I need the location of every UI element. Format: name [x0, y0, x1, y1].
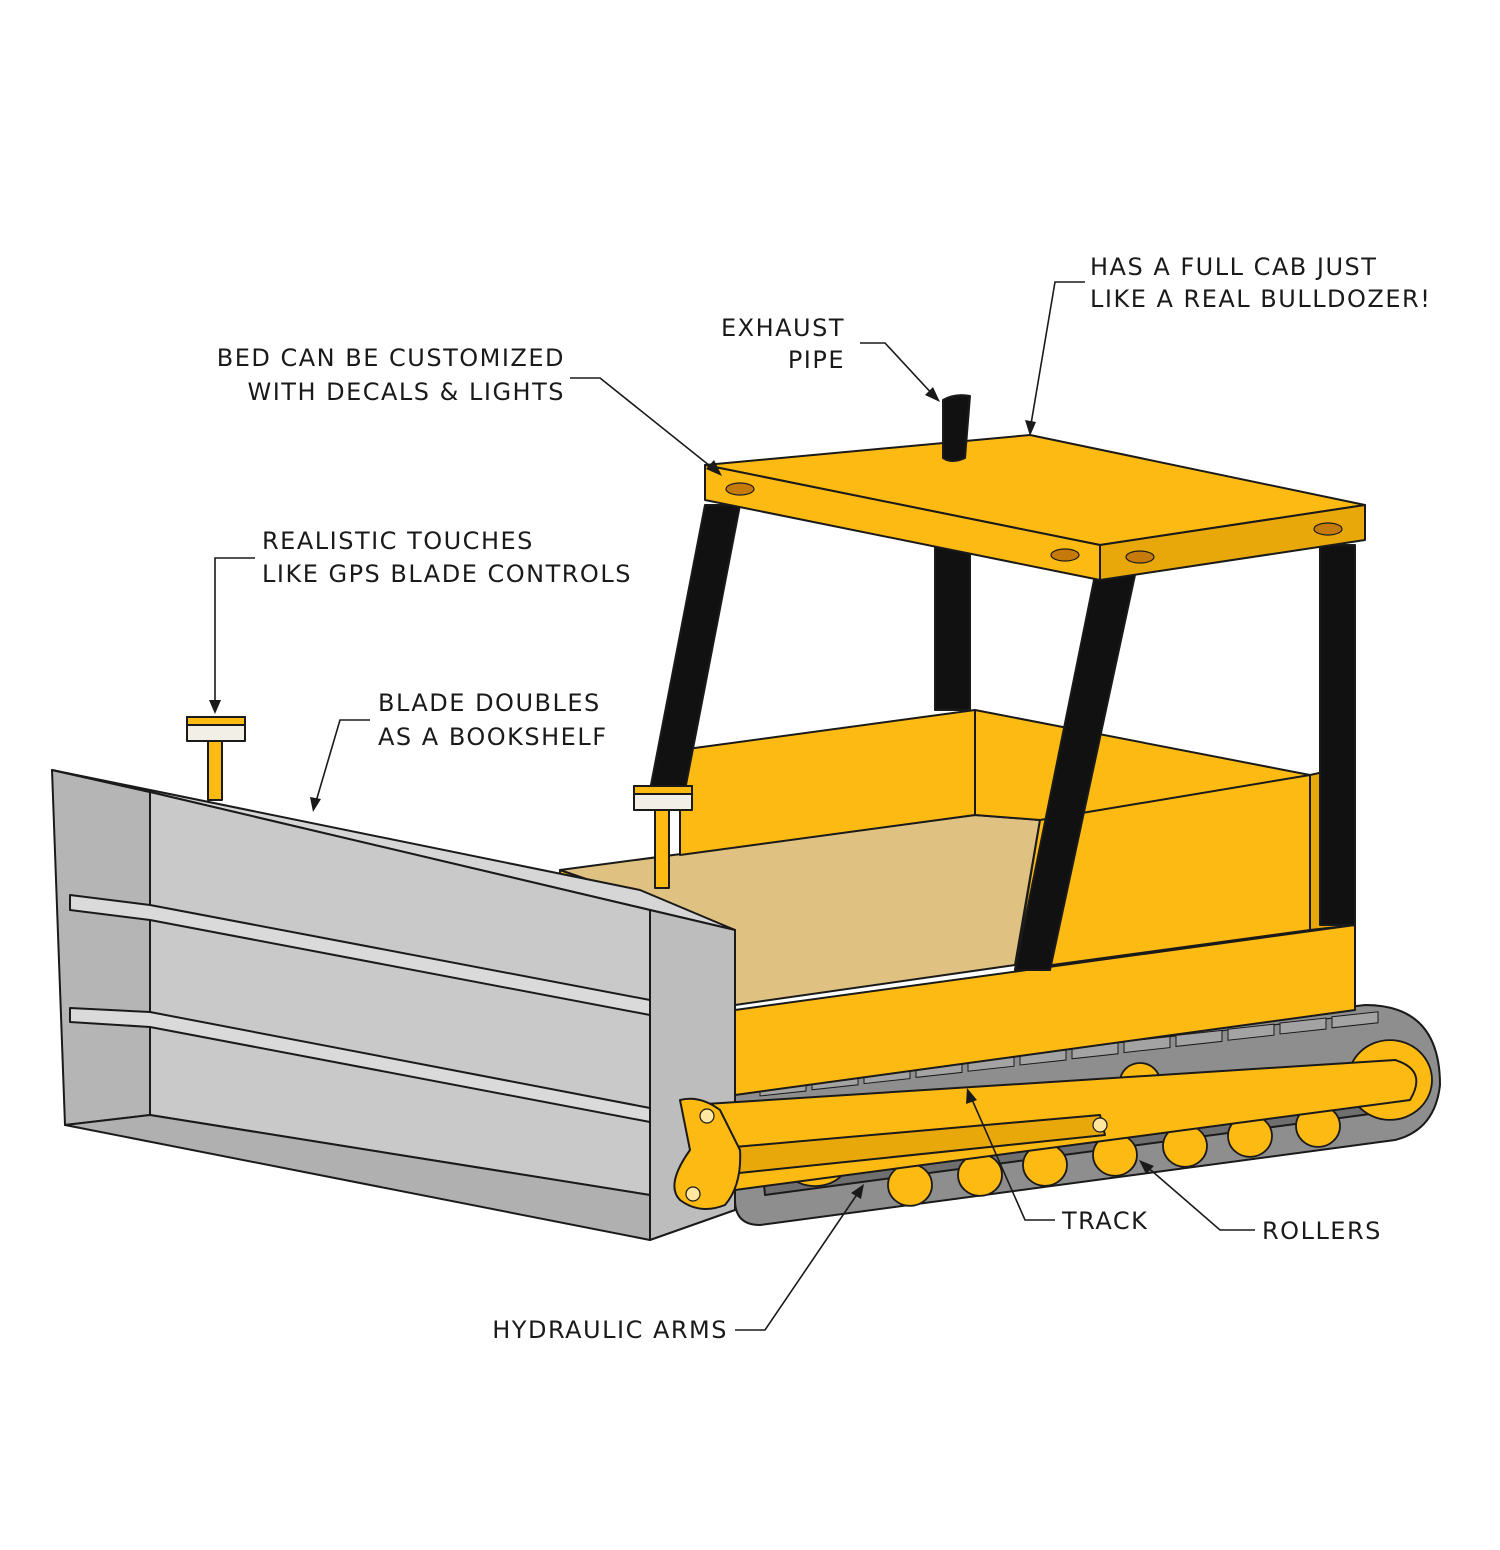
bed-label-line-2: WITH DECALS & LIGHTS: [247, 378, 565, 406]
roof-lights: [725, 482, 1343, 564]
hydraulic-arms: [673, 1059, 1418, 1210]
blade-label-line-1: BLADE DOUBLES: [378, 689, 601, 717]
roller-wheel: [887, 1163, 933, 1207]
blade-leader: [314, 719, 370, 806]
rollers-leader: [1144, 1164, 1255, 1231]
gps-controls: [186, 716, 693, 889]
gps-leader: [214, 557, 255, 708]
callout-leaders: [209, 281, 1255, 1331]
hydraulic-label: HYDRAULIC ARMS: [492, 1316, 728, 1344]
track-plate: [1279, 1017, 1327, 1035]
gps-label-line-1: REALISTIC TOUCHES: [262, 527, 534, 555]
blade-label-line-2: AS A BOOKSHELF: [378, 723, 608, 751]
track-plate: [1175, 1029, 1223, 1047]
hydraulic-leader: [735, 1189, 861, 1331]
exhaust-label-line-2: PIPE: [788, 346, 845, 374]
bed-label-line-1: BED CAN BE CUSTOMIZED: [217, 344, 565, 372]
cab-label-line-1: HAS A FULL CAB JUST: [1090, 253, 1377, 281]
bed-leader: [570, 377, 716, 471]
exhaust-pipe: [942, 394, 971, 462]
rollers-label: ROLLERS: [1262, 1217, 1382, 1245]
track-label: TRACK: [1061, 1207, 1148, 1235]
track-plates: [759, 1011, 1379, 1097]
track-leader: [969, 1094, 1055, 1221]
callout-labels: HAS A FULL CAB JUST LIKE A REAL BULLDOZE…: [217, 253, 1431, 1344]
track-plate: [1227, 1023, 1275, 1041]
cab-roof: [704, 434, 1366, 581]
gps-label-line-2: LIKE GPS BLADE CONTROLS: [262, 560, 632, 588]
exhaust-leader: [860, 342, 936, 398]
cab-label-line-2: LIKE A REAL BULLDOZER!: [1090, 285, 1431, 313]
cab-leader: [1029, 281, 1085, 431]
exhaust-label-line-1: EXHAUST: [721, 314, 845, 342]
track-plate: [1331, 1011, 1379, 1029]
blade-bookshelf: [51, 769, 736, 1241]
